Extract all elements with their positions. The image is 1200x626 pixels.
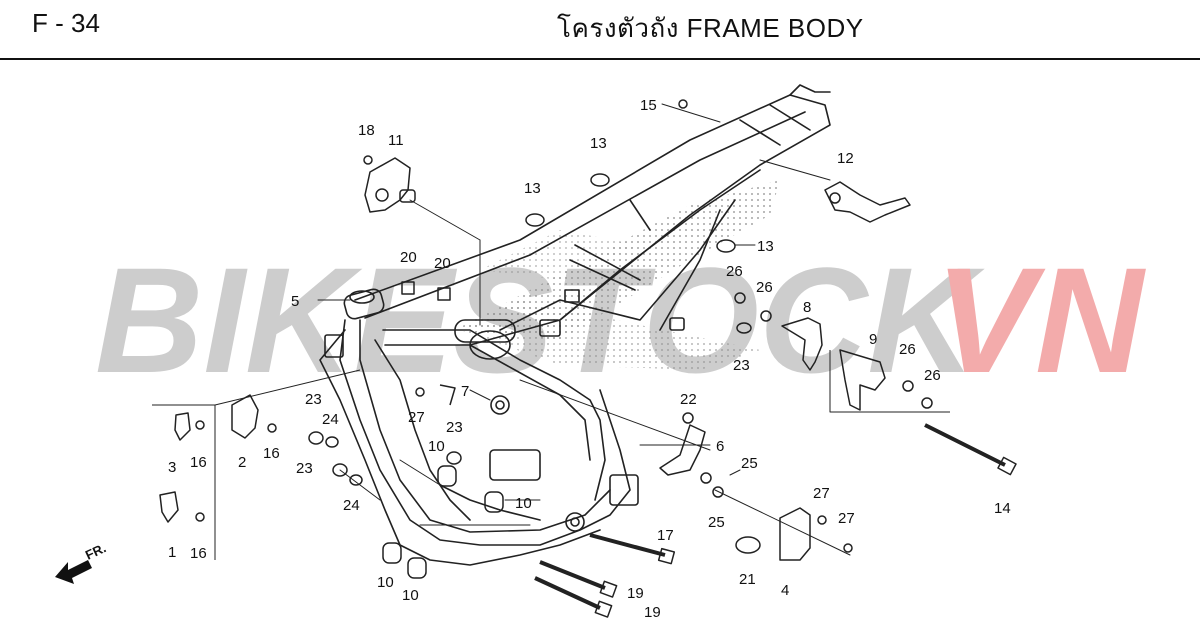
callout-label: 22: [680, 391, 697, 408]
callout-label: 16: [190, 545, 207, 562]
callout-label: 23: [296, 460, 313, 477]
callout-label: 10: [515, 495, 532, 512]
callout-label: 9: [869, 331, 877, 348]
callout-label: 26: [756, 279, 773, 296]
callout-label: 16: [263, 445, 280, 462]
arrow-left-icon: [55, 560, 92, 584]
callout-label: 12: [837, 150, 854, 167]
callout-label: 21: [739, 571, 756, 588]
callout-label: 15: [640, 97, 657, 114]
callout-label: 19: [644, 604, 661, 621]
callout-label: 10: [428, 438, 445, 455]
callout-label: 4: [781, 582, 789, 599]
callout-label: 26: [899, 341, 916, 358]
callout-label: 23: [733, 357, 750, 374]
callout-label: 2: [238, 454, 246, 471]
separate-parts: [152, 99, 1017, 618]
callout-label: 8: [803, 299, 811, 316]
front-direction-indicator: FR.: [55, 540, 108, 584]
callout-label: 16: [190, 454, 207, 471]
callout-label: 1: [168, 544, 176, 561]
frame-body: [317, 84, 851, 566]
header-divider: [0, 58, 1200, 60]
callout-labels: 15 18 11 13 13 12 13 20 20 26 26 5 8 9 2…: [168, 97, 1011, 621]
callout-label: 10: [402, 587, 419, 604]
callout-label: 13: [524, 180, 541, 197]
front-label: FR.: [83, 540, 108, 562]
watermark-text-vn: VN: [935, 236, 1146, 404]
callout-label: 25: [741, 455, 758, 472]
callout-label: 10: [377, 574, 394, 591]
callout-label: 24: [322, 411, 339, 428]
callout-label: 25: [708, 514, 725, 531]
callout-label: 26: [924, 367, 941, 384]
callout-label: 27: [838, 510, 855, 527]
callout-label: 6: [716, 438, 724, 455]
callout-label: 20: [400, 249, 417, 266]
callout-label: 17: [657, 527, 674, 544]
callout-label: 13: [757, 238, 774, 255]
callout-label: 7: [461, 383, 469, 400]
callout-label: 27: [408, 409, 425, 426]
callout-label: 20: [434, 255, 451, 272]
callout-label: 23: [305, 391, 322, 408]
callout-label: 27: [813, 485, 830, 502]
callout-label: 11: [388, 132, 404, 149]
callout-label: 19: [627, 585, 644, 602]
callout-label: 14: [994, 500, 1011, 517]
page-code: F - 34: [32, 8, 100, 38]
frame-shading: [455, 180, 780, 370]
callout-label: 18: [358, 122, 375, 139]
callout-label: 5: [291, 293, 299, 310]
callout-label: 24: [343, 497, 360, 514]
page-title: โครงตัวถัง FRAME BODY: [557, 13, 864, 43]
callout-label: 3: [168, 459, 176, 476]
callout-label: 13: [590, 135, 607, 152]
callout-label: 23: [446, 419, 463, 436]
callout-label: 26: [726, 263, 743, 280]
